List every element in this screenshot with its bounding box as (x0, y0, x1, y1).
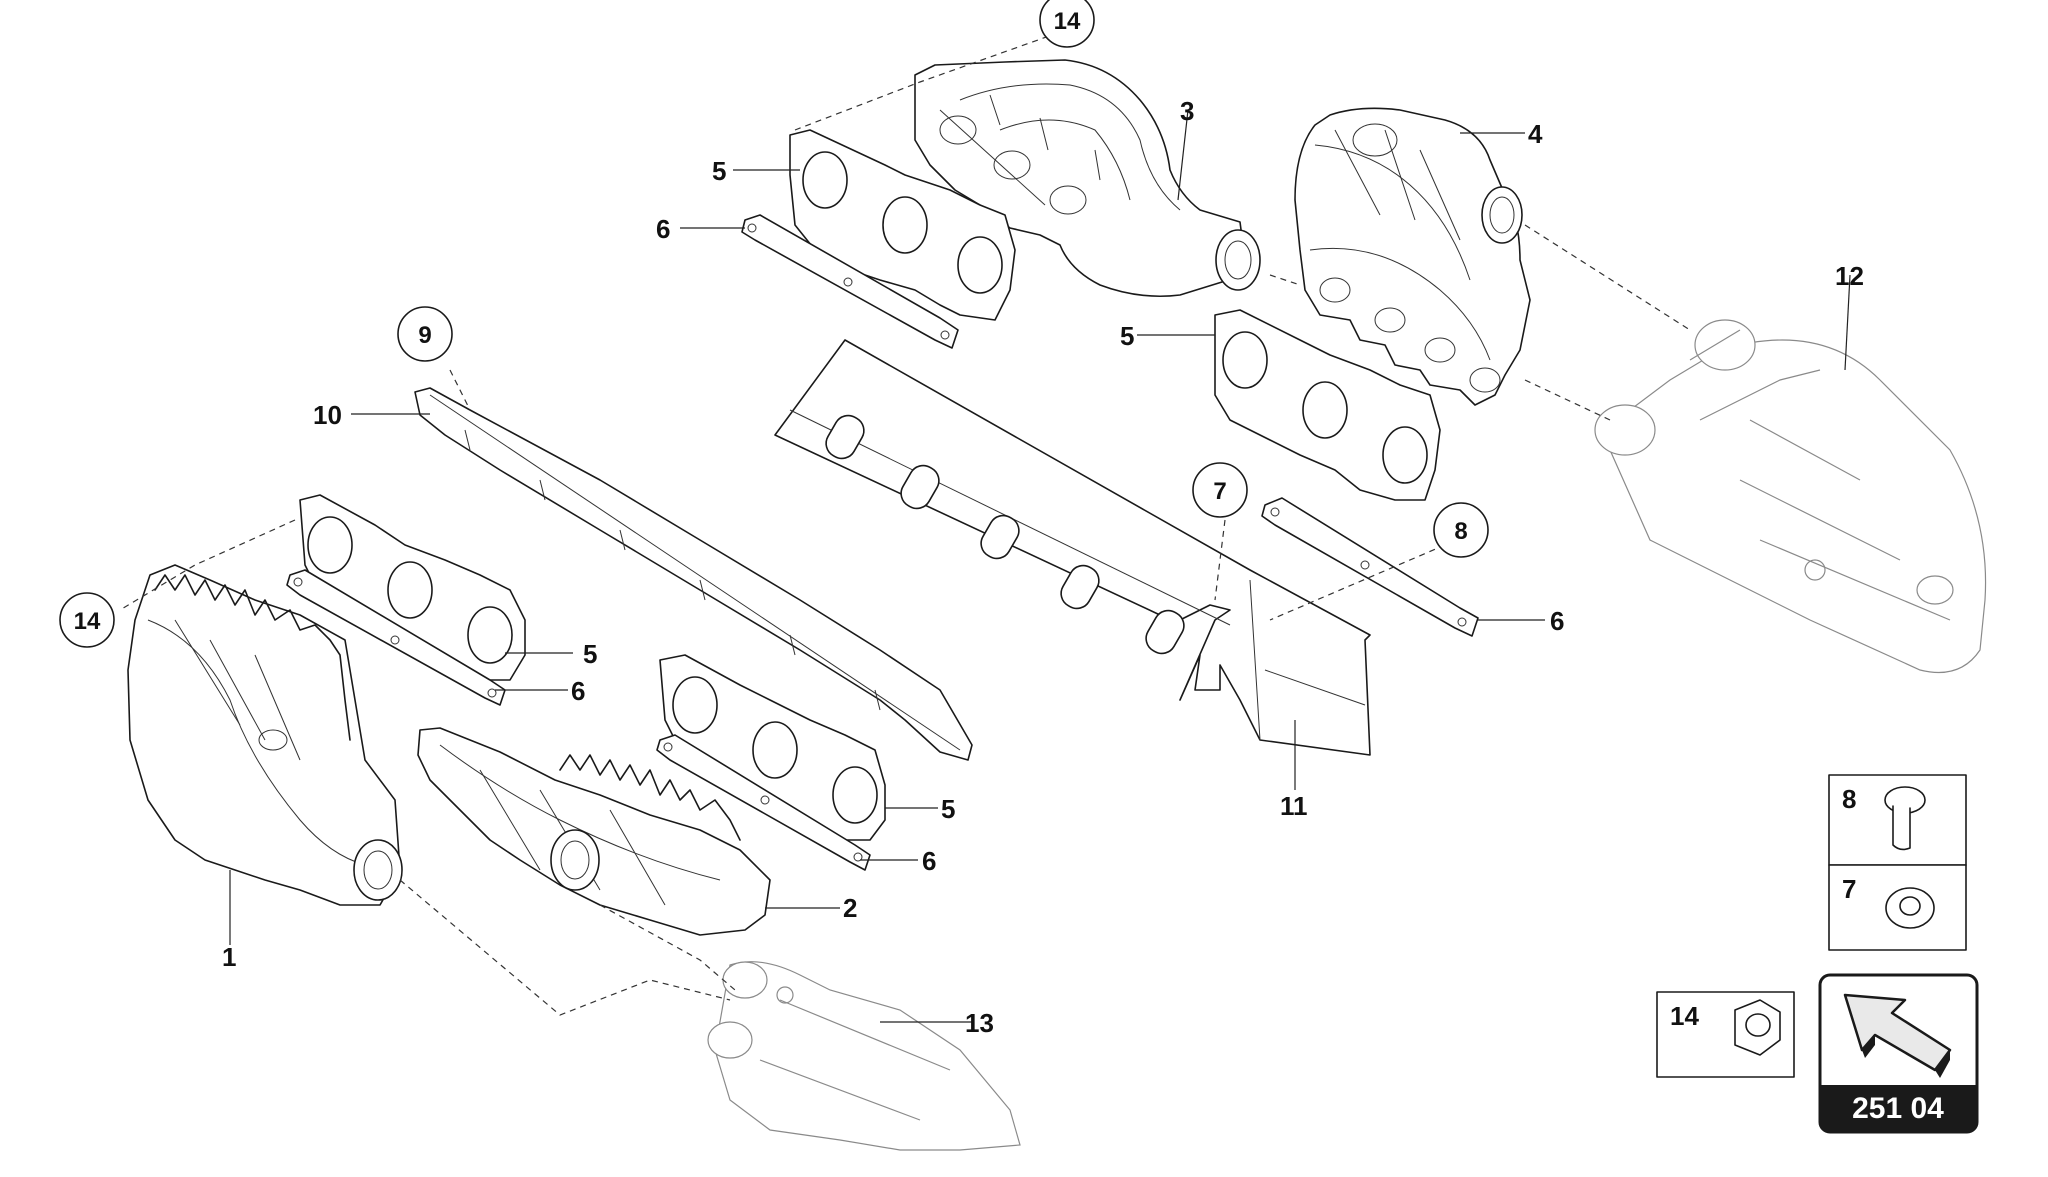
legend-7-number: 7 (1842, 874, 1856, 904)
callout-6: 6 (1550, 606, 1564, 636)
part-11-heat-shield-plate[interactable] (774, 339, 1371, 756)
hardware-legend: 8 7 14 (1656, 774, 1967, 1078)
callout-5: 5 (941, 794, 955, 824)
part-6-strip-upper-left[interactable] (741, 214, 959, 349)
callout-1: 1 (222, 942, 236, 972)
circled-callouts: 14 14 9 7 8 (59, 0, 1489, 648)
callout-14-top: 14 (1054, 8, 1081, 35)
callout-9: 9 (418, 322, 431, 349)
bolt-icon (1884, 786, 1926, 851)
legend-8-number: 8 (1842, 784, 1856, 814)
part-3-exhaust-manifold[interactable] (914, 59, 1261, 298)
callout-12: 12 (1835, 261, 1864, 291)
flange-nut-icon (1734, 999, 1781, 1056)
reference-code: 251 04 (1852, 1092, 1944, 1125)
callout-5: 5 (1120, 321, 1134, 351)
legend-14-number: 14 (1670, 1001, 1699, 1031)
part-6-strip-mid-right[interactable] (1261, 497, 1479, 637)
callout-5: 5 (712, 156, 726, 186)
leader-lines (229, 109, 1851, 1023)
callout-8: 8 (1454, 518, 1467, 545)
callout-10: 10 (313, 400, 342, 430)
part-6-strip-lower-right[interactable] (656, 734, 871, 871)
callout-5: 5 (583, 639, 597, 669)
part-12-catalytic-converter[interactable] (1594, 319, 1987, 674)
callout-2: 2 (843, 893, 857, 923)
nut-icon (1885, 887, 1935, 929)
callout-11: 11 (1280, 791, 1308, 821)
part-6-strip-lower-left[interactable] (286, 569, 506, 706)
callout-6: 6 (656, 214, 670, 244)
part-13-catalytic-converter[interactable] (707, 961, 1021, 1151)
arrow-icon (1843, 993, 1952, 1078)
callout-6: 6 (571, 676, 585, 706)
part-10-heat-shield-strip[interactable] (414, 387, 973, 761)
callout-numbers: 1 2 3 4 5 5 5 5 6 6 6 6 10 11 12 13 (222, 96, 1864, 1038)
callout-3: 3 (1180, 96, 1194, 126)
callout-4: 4 (1528, 119, 1543, 149)
alignment-lines (119, 34, 1691, 1016)
part-4-exhaust-manifold[interactable] (1294, 107, 1531, 406)
callout-13: 13 (965, 1008, 994, 1038)
callout-6: 6 (922, 846, 936, 876)
part-2-exhaust-manifold[interactable] (417, 727, 771, 936)
callout-14-left: 14 (74, 608, 101, 635)
part-1-exhaust-manifold[interactable] (127, 564, 403, 906)
callout-7: 7 (1213, 478, 1226, 505)
reference-tile: 251 04 (1818, 973, 1979, 1134)
part-5-gasket-upper-right[interactable] (1214, 309, 1441, 501)
